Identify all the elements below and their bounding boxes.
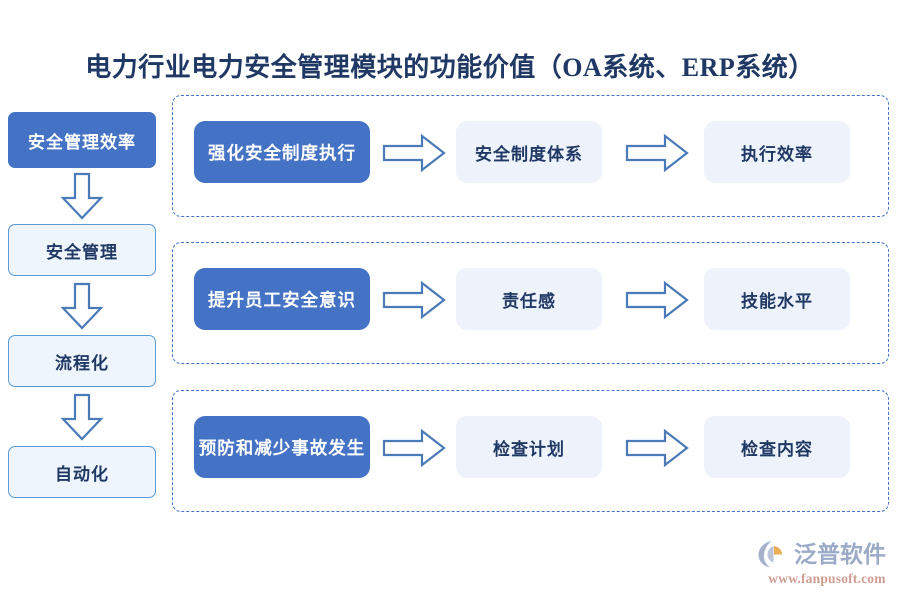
watermark: 泛普软件 www.fanpusoft.com [757, 538, 897, 590]
arrow-down-icon [60, 282, 104, 330]
left-node-4[interactable]: 自动化 [8, 446, 156, 498]
watermark-brand-text: 泛普软件 [794, 540, 886, 567]
row-3-source-node[interactable]: 预防和减少事故发生 [194, 416, 370, 478]
fanpu-logo-icon [757, 539, 791, 569]
row-1-step-1-node[interactable]: 安全制度体系 [456, 121, 602, 183]
page-title: 电力行业电力安全管理模块的功能价值（OA系统、ERP系统） [85, 53, 815, 82]
flow-row-3: 预防和减少事故发生 检查计划 检查内容 [172, 390, 889, 512]
row-2-step-2-label: 技能水平 [741, 291, 813, 311]
watermark-brand-row: 泛普软件 [757, 538, 897, 570]
row-2-source-label: 提升员工安全意识 [208, 289, 356, 310]
row-3-step-2-label: 检查内容 [741, 439, 813, 459]
row-1-step-2-node[interactable]: 执行效率 [704, 121, 850, 183]
left-node-1-label: 安全管理效率 [28, 132, 136, 152]
flow-row-1: 强化安全制度执行 安全制度体系 执行效率 [172, 95, 889, 217]
row-2-step-2-node[interactable]: 技能水平 [704, 268, 850, 330]
flow-row-3-chain: 预防和减少事故发生 检查计划 检查内容 [173, 391, 888, 511]
left-node-3-label: 流程化 [55, 353, 109, 373]
left-node-1[interactable]: 安全管理效率 [8, 112, 156, 168]
arrow-down-icon [60, 393, 104, 441]
left-node-3[interactable]: 流程化 [8, 335, 156, 387]
row-2-step-1-node[interactable]: 责任感 [456, 268, 602, 330]
row-1-step-2-label: 执行效率 [741, 144, 813, 164]
row-1-source-label: 强化安全制度执行 [208, 142, 356, 163]
row-2-source-node[interactable]: 提升员工安全意识 [194, 268, 370, 330]
row-1-step-1-label: 安全制度体系 [475, 144, 583, 164]
arrow-right-icon [382, 280, 446, 320]
left-node-2-label: 安全管理 [46, 242, 118, 262]
flow-row-2: 提升员工安全意识 责任感 技能水平 [172, 242, 889, 364]
row-3-source-label: 预防和减少事故发生 [198, 437, 366, 458]
left-flow-column: 安全管理效率 安全管理 流程化 自动化 [8, 112, 156, 502]
left-node-4-label: 自动化 [55, 464, 109, 484]
left-node-2[interactable]: 安全管理 [8, 224, 156, 276]
arrow-right-icon [625, 280, 689, 320]
arrow-right-icon [625, 133, 689, 173]
flow-row-2-chain: 提升员工安全意识 责任感 技能水平 [173, 243, 888, 363]
row-2-step-1-label: 责任感 [502, 291, 556, 311]
watermark-url-text: www.fanpusoft.com [768, 571, 886, 586]
flow-row-1-chain: 强化安全制度执行 安全制度体系 执行效率 [173, 96, 888, 216]
row-3-step-2-node[interactable]: 检查内容 [704, 416, 850, 478]
arrow-right-icon [382, 133, 446, 173]
row-3-step-1-label: 检查计划 [493, 439, 565, 459]
row-3-step-1-node[interactable]: 检查计划 [456, 416, 602, 478]
arrow-right-icon [625, 428, 689, 468]
row-1-source-node[interactable]: 强化安全制度执行 [194, 121, 370, 183]
arrow-down-icon [60, 172, 104, 220]
arrow-right-icon [382, 428, 446, 468]
